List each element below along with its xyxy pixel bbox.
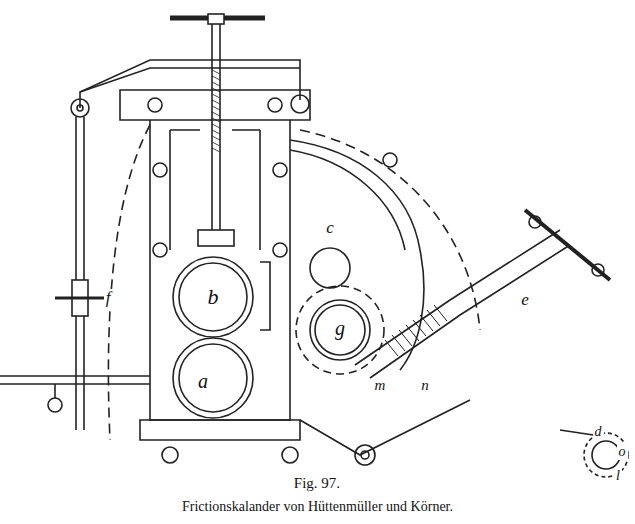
callout-letter: a: [196, 370, 210, 392]
figure-number: Fig. 97.: [292, 475, 342, 492]
callout-letter: n: [419, 377, 431, 394]
callout-letter: c: [324, 219, 336, 238]
part-letter: b: [206, 285, 221, 309]
figure-caption: Frictionskalander von Hüttenmüller und K…: [0, 499, 635, 515]
part-letter: m: [373, 377, 388, 394]
part-letter: l: [614, 468, 622, 483]
part-letter: e: [519, 291, 531, 310]
part-letter: d: [593, 424, 604, 439]
part-letter: g: [333, 317, 347, 339]
callout-letter: o: [617, 444, 628, 459]
callout-letter: f: [104, 289, 113, 308]
